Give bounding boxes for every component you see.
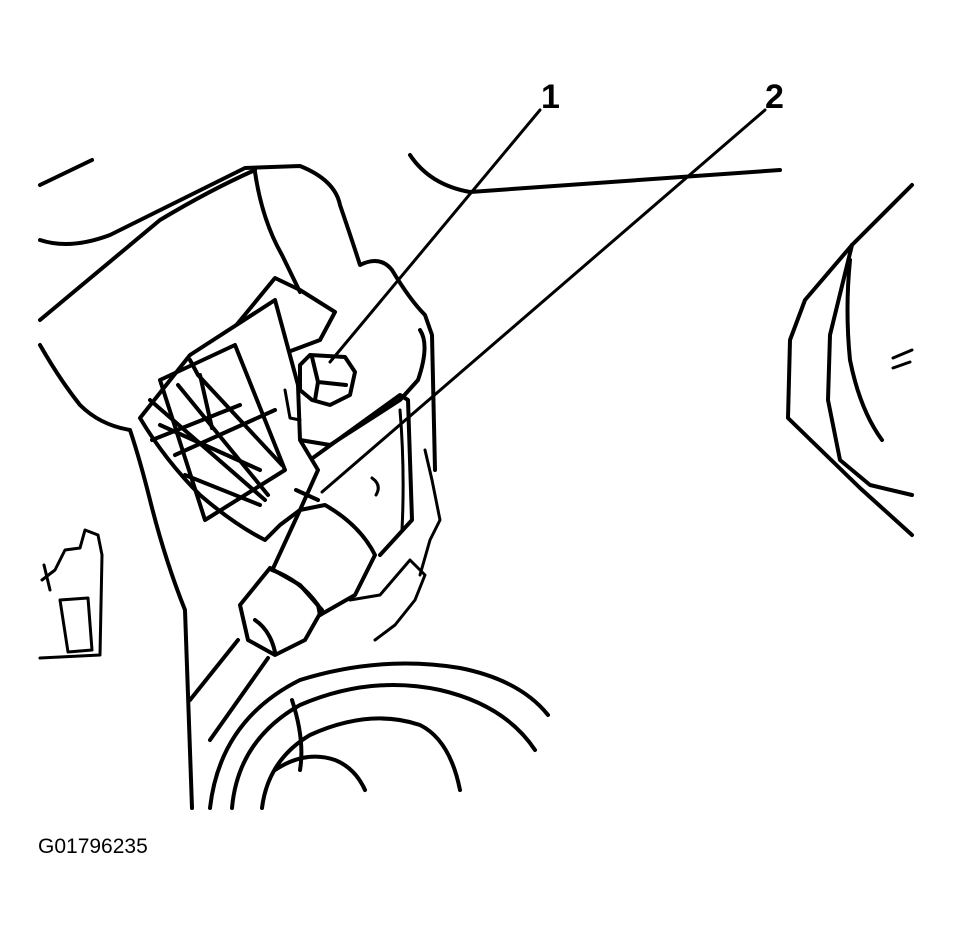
callout-1-label: 1 — [541, 78, 560, 116]
engine-housing — [38, 153, 782, 810]
figure-id: G01796235 — [38, 835, 148, 858]
sensor-bolt — [283, 353, 357, 422]
callout-2-label: 2 — [765, 78, 784, 116]
pulley-housing — [208, 661, 550, 810]
wiring-connector — [188, 488, 377, 742]
callout-1-leader — [328, 108, 542, 364]
right-component — [786, 183, 914, 537]
sensor-body — [138, 298, 320, 542]
callout-2-leader — [320, 108, 767, 494]
leader-lines — [320, 108, 767, 494]
